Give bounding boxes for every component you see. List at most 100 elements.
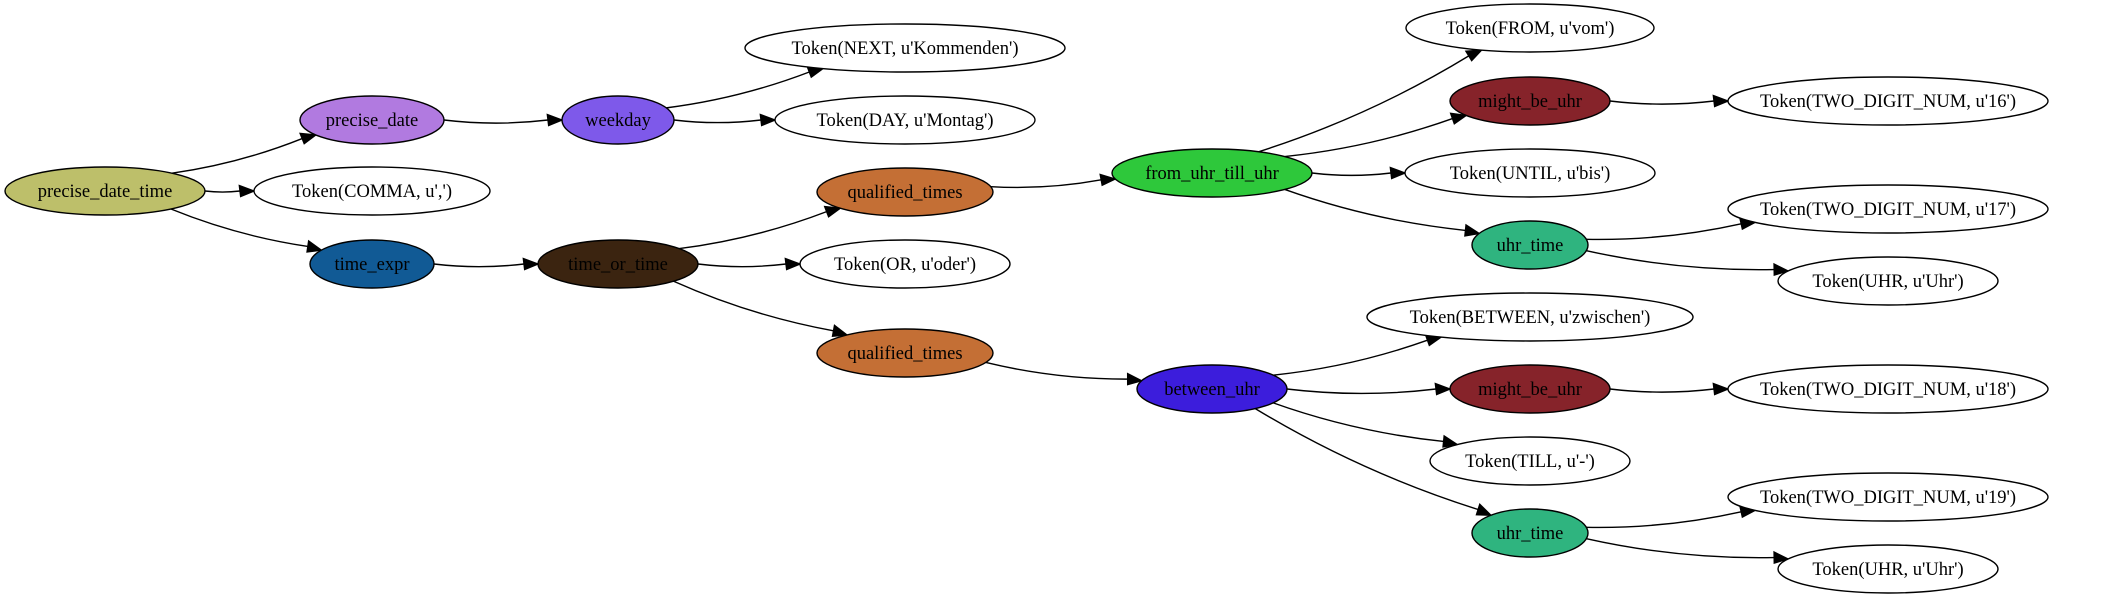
node-mbu2: might_be_uhr	[1449, 364, 1611, 414]
node-shape	[1429, 436, 1631, 486]
node-label: precise_date_time	[38, 182, 173, 202]
node-label: Token(TWO_DIGIT_NUM, u'19')	[1760, 488, 2016, 508]
node-shape	[1111, 148, 1313, 198]
edge-uhr_time2-to-num19	[1586, 505, 1758, 529]
node-shape	[1366, 292, 1694, 342]
node-shape	[1471, 508, 1589, 558]
node-between-tok: Token(BETWEEN, u'zwischen')	[1366, 292, 1694, 342]
node-mbu1: might_be_uhr	[1449, 76, 1611, 126]
node-shape	[816, 167, 994, 217]
node-time-or-time: time_or_time	[537, 239, 699, 289]
node-shape	[1405, 3, 1655, 53]
edge-from_uhr_till_uhr-to-from	[1258, 49, 1484, 153]
edge-from_uhr_till_uhr-to-until	[1311, 166, 1407, 180]
edge-precise_date-to-weekday	[443, 113, 564, 127]
node-shape	[253, 166, 491, 216]
edge-between_uhr-to-till	[1272, 402, 1460, 448]
node-weekday: weekday	[561, 95, 675, 145]
node-between-uhr: between_uhr	[1136, 364, 1288, 414]
edge-qt1-to-from_uhr_till_uhr	[990, 173, 1118, 189]
node-label: between_uhr	[1164, 380, 1260, 400]
node-num17: Token(TWO_DIGIT_NUM, u'17')	[1727, 184, 2049, 234]
edge-between_uhr-to-mbu2	[1286, 382, 1452, 396]
node-label: Token(TWO_DIGIT_NUM, u'18')	[1760, 380, 2016, 400]
node-shape	[1404, 148, 1656, 198]
node-from-uhr-till-uhr: from_uhr_till_uhr	[1111, 148, 1313, 198]
node-day: Token(DAY, u'Montag')	[774, 95, 1036, 145]
node-label: Token(TWO_DIGIT_NUM, u'16')	[1760, 92, 2016, 112]
node-precise-date-time: precise_date_time	[4, 166, 206, 216]
edge-uhr_time1-to-uhr1	[1586, 249, 1791, 276]
node-shape	[1449, 364, 1611, 414]
node-shape	[1727, 472, 2049, 522]
edge-weekday-to-day	[673, 113, 777, 127]
node-uhr2: Token(UHR, u'Uhr')	[1777, 544, 1999, 594]
node-shape	[816, 328, 994, 378]
node-label: might_be_uhr	[1478, 380, 1582, 400]
node-shape	[1777, 256, 1999, 306]
node-label: weekday	[585, 111, 651, 131]
edge-qt2-to-between_uhr	[985, 361, 1144, 386]
node-shape	[744, 23, 1066, 73]
edge-weekday-to-next	[666, 66, 825, 109]
edge-uhr_time1-to-num17	[1586, 217, 1758, 241]
node-label: Token(UNTIL, u'bis')	[1450, 164, 1611, 184]
node-until: Token(UNTIL, u'bis')	[1404, 148, 1656, 198]
node-label: Token(COMMA, u',')	[292, 182, 452, 202]
edge-time_or_time-to-qt1	[679, 205, 843, 250]
node-label: Token(OR, u'oder')	[834, 255, 976, 275]
node-shape	[1777, 544, 1999, 594]
node-next: Token(NEXT, u'Kommenden')	[744, 23, 1066, 73]
edge-precise_date_time-to-time_expr	[170, 208, 324, 253]
node-num16: Token(TWO_DIGIT_NUM, u'16')	[1727, 76, 2049, 126]
node-label: time_expr	[334, 255, 409, 275]
node-label: Token(TWO_DIGIT_NUM, u'17')	[1760, 200, 2016, 220]
node-comma: Token(COMMA, u',')	[253, 166, 491, 216]
node-shape	[561, 95, 675, 145]
node-label: Token(FROM, u'vom')	[1446, 19, 1615, 39]
edge-between_uhr-to-between_tok	[1273, 334, 1444, 376]
node-shape	[1471, 220, 1589, 270]
edge-precise_date_time-to-precise_date	[171, 132, 318, 174]
node-num19: Token(TWO_DIGIT_NUM, u'19')	[1727, 472, 2049, 522]
node-shape	[1136, 364, 1288, 414]
edge-from_uhr_till_uhr-to-uhr_time1	[1284, 188, 1482, 237]
edge-between_uhr-to-uhr_time2	[1254, 408, 1493, 517]
node-uhr-time1: uhr_time	[1471, 220, 1589, 270]
node-label: Token(NEXT, u'Kommenden')	[792, 39, 1019, 59]
node-shape	[774, 95, 1036, 145]
node-label: uhr_time	[1497, 524, 1564, 544]
node-till: Token(TILL, u'-')	[1429, 436, 1631, 486]
node-label: Token(BETWEEN, u'zwischen')	[1410, 308, 1651, 328]
node-shape	[799, 239, 1011, 289]
node-label: Token(TILL, u'-')	[1465, 452, 1595, 472]
node-shape	[1727, 76, 2049, 126]
node-shape	[537, 239, 699, 289]
node-uhr-time2: uhr_time	[1471, 508, 1589, 558]
edge-mbu1-to-num16	[1609, 94, 1730, 108]
edge-time_or_time-to-or	[697, 257, 802, 271]
edge-from_uhr_till_uhr-to-mbu1	[1284, 112, 1469, 158]
node-label: precise_date	[326, 111, 418, 131]
node-label: uhr_time	[1497, 236, 1564, 256]
node-shape	[299, 95, 445, 145]
node-uhr1: Token(UHR, u'Uhr')	[1777, 256, 1999, 306]
node-precise-date: precise_date	[299, 95, 445, 145]
edge-time_or_time-to-qt2	[673, 280, 849, 338]
node-from: Token(FROM, u'vom')	[1405, 3, 1655, 53]
edge-precise_date_time-to-comma	[204, 184, 256, 198]
nodes: precise_date_time precise_dateToken(COMMA…	[4, 3, 2049, 594]
node-time-expr: time_expr	[309, 239, 435, 289]
node-label: might_be_uhr	[1478, 92, 1582, 112]
node-shape	[4, 166, 206, 216]
edge-mbu2-to-num18	[1609, 382, 1730, 396]
node-label: time_or_time	[568, 255, 668, 275]
node-label: Token(DAY, u'Montag')	[816, 111, 993, 131]
node-qt2: qualified_times	[816, 328, 994, 378]
node-label: qualified_times	[847, 183, 962, 203]
node-label: Token(UHR, u'Uhr')	[1812, 560, 1963, 580]
edge-uhr_time2-to-uhr2	[1586, 537, 1791, 564]
node-num18: Token(TWO_DIGIT_NUM, u'18')	[1727, 364, 2049, 414]
edges	[170, 49, 1791, 564]
